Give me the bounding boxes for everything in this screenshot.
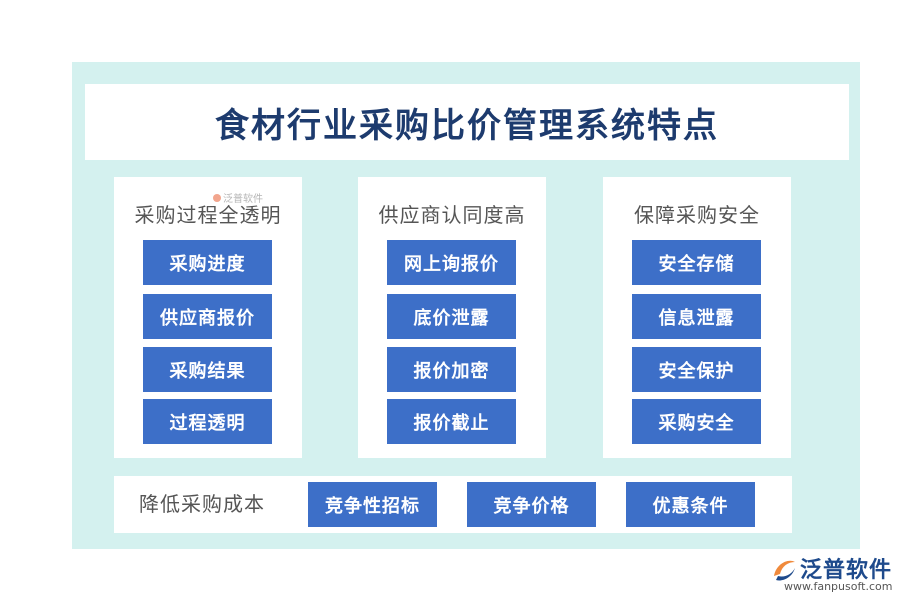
feature-item[interactable]: 报价截止 (387, 399, 516, 444)
feature-item[interactable]: 安全存储 (632, 240, 761, 285)
brand-name: 泛普软件 (800, 558, 893, 583)
feature-column-transparency: 采购过程全透明 采购进度 供应商报价 采购结果 过程透明 (114, 177, 302, 458)
column-heading: 采购过程全透明 (134, 203, 282, 227)
brand-url: www.fanpusoft.com (784, 580, 893, 593)
feature-item[interactable]: 信息泄露 (632, 294, 761, 339)
feature-item[interactable]: 安全保护 (632, 347, 761, 392)
feature-item[interactable]: 采购安全 (632, 399, 761, 444)
fanpu-logo-icon (774, 560, 795, 581)
watermark: 泛普软件 (213, 190, 263, 205)
column-heading: 保障采购安全 (634, 203, 760, 227)
feature-item[interactable]: 采购结果 (143, 347, 272, 392)
feature-column-security: 保障采购安全 安全存储 信息泄露 安全保护 采购安全 (603, 177, 791, 458)
feature-item[interactable]: 过程透明 (143, 399, 272, 444)
title-box: 食材行业采购比价管理系统特点 (85, 84, 849, 160)
feature-item[interactable]: 底价泄露 (387, 294, 516, 339)
feature-item[interactable]: 采购进度 (143, 240, 272, 285)
feature-item[interactable]: 竞争性招标 (308, 482, 437, 527)
watermark-text: 泛普软件 (223, 194, 263, 205)
feature-item[interactable]: 网上询报价 (387, 240, 516, 285)
feature-item[interactable]: 优惠条件 (626, 482, 755, 527)
cost-reduction-label: 降低采购成本 (139, 492, 265, 516)
feature-item[interactable]: 报价加密 (387, 347, 516, 392)
feature-column-supplier-recognition: 供应商认同度高 网上询报价 底价泄露 报价加密 报价截止 (358, 177, 546, 458)
feature-item[interactable]: 供应商报价 (143, 294, 272, 339)
column-heading: 供应商认同度高 (378, 203, 526, 227)
diagram-title: 食材行业采购比价管理系统特点 (215, 105, 719, 146)
brand-logo: 泛普软件 www.fanpusoft.com (768, 550, 892, 596)
feature-item[interactable]: 竞争价格 (467, 482, 596, 527)
cost-reduction-row: 降低采购成本 竞争性招标 竞争价格 优惠条件 (114, 476, 792, 533)
watermark-logo-icon (213, 193, 221, 202)
